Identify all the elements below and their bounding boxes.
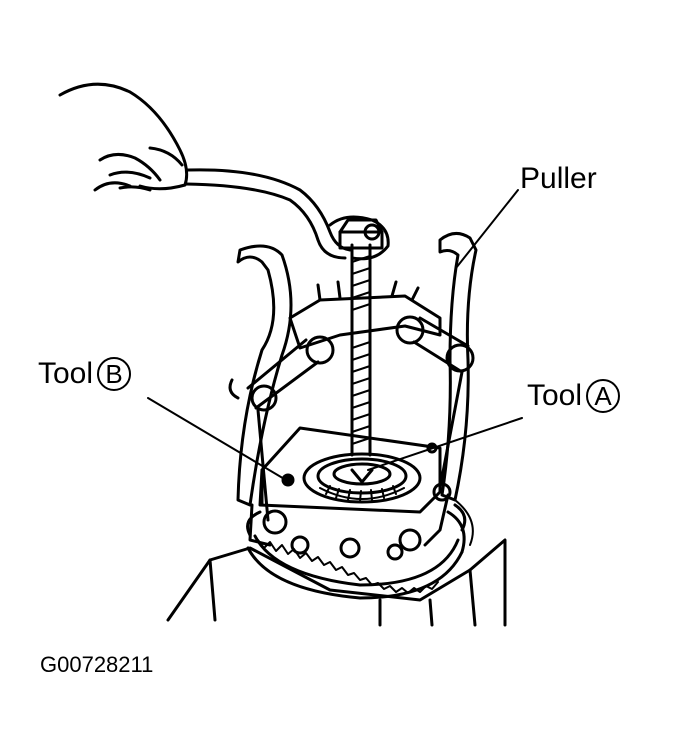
tool-b-letter-circle: B <box>97 357 132 391</box>
puller-yoke <box>228 280 475 412</box>
tool-a-letter-circle: A <box>586 379 621 413</box>
tool-b-label-word: Tool <box>38 357 94 390</box>
bearing-tool-a <box>302 452 422 504</box>
wrench <box>184 168 390 261</box>
vise-base <box>166 538 507 627</box>
puller-lower-arms <box>256 370 464 552</box>
forcing-screw <box>338 218 384 457</box>
puller-left-jaw <box>236 244 293 547</box>
tool-a-label-word: Tool <box>527 379 583 412</box>
puller-leader-line <box>455 189 519 269</box>
tool-b-leader-line <box>147 397 287 481</box>
puller-label-text: Puller <box>520 162 597 195</box>
hand <box>58 82 189 192</box>
leader-lines <box>147 189 523 481</box>
figure-code: G00728211 <box>40 652 154 677</box>
tool-a-leader-line <box>367 417 523 471</box>
tool-b-plate <box>258 426 442 514</box>
ring-gear <box>246 499 474 600</box>
puller-label: Puller <box>520 164 597 194</box>
